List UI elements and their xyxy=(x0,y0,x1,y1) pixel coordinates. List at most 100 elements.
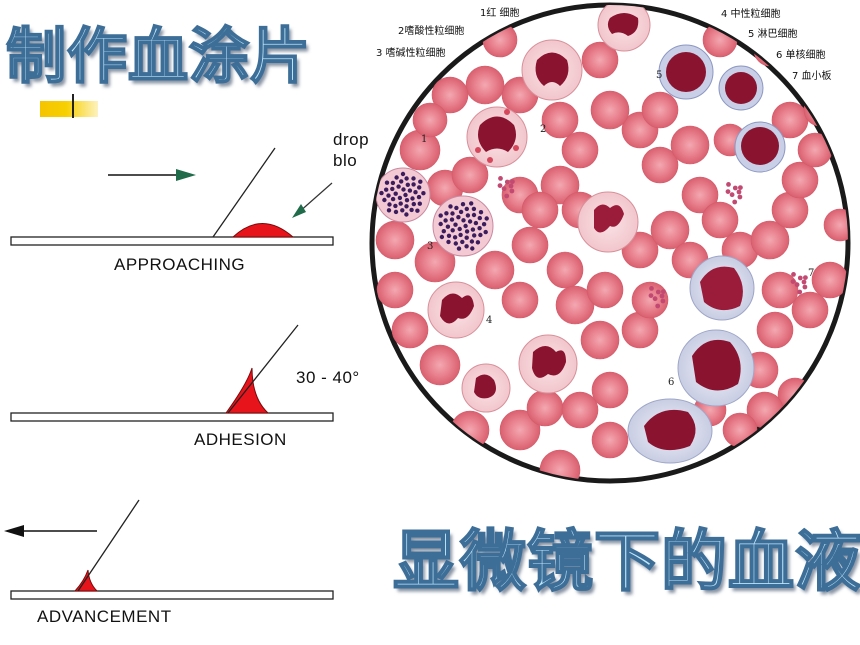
granule xyxy=(438,221,443,227)
granule xyxy=(393,209,399,215)
granule xyxy=(452,235,458,240)
red-blood-cell xyxy=(501,176,539,214)
granule xyxy=(418,179,423,184)
red-blood-cell xyxy=(475,250,515,290)
platelet xyxy=(510,179,515,185)
red-blood-cell xyxy=(591,371,629,409)
granule xyxy=(478,210,484,215)
granule xyxy=(463,223,468,229)
basophil-cell-left xyxy=(375,167,431,223)
granule xyxy=(407,188,413,193)
granule xyxy=(454,205,459,211)
platelet-clusters xyxy=(497,176,808,309)
granule xyxy=(382,197,387,203)
page-title: 制作血涂片 xyxy=(5,21,311,93)
smear-diagram xyxy=(4,147,334,600)
granule xyxy=(471,212,477,218)
granule xyxy=(484,216,489,221)
cell-number-4: 4 xyxy=(486,315,493,326)
red-blood-cell xyxy=(701,201,739,239)
granule xyxy=(404,176,409,181)
platelet xyxy=(508,183,514,189)
advancement-stage xyxy=(4,499,334,600)
approaching-stage xyxy=(10,147,334,246)
red-blood-cell xyxy=(526,389,564,427)
cell-number-6: 6 xyxy=(668,377,675,388)
red-blood-cell xyxy=(803,93,837,127)
red-blood-cell xyxy=(681,176,719,214)
granule xyxy=(384,180,390,185)
cell-number-5: 5 xyxy=(656,70,663,81)
granule xyxy=(464,244,469,249)
legend-item-4: 4 中性粒细胞 xyxy=(721,9,781,20)
granule xyxy=(464,229,470,234)
granule xyxy=(394,175,399,180)
red-blood-cell xyxy=(451,156,489,194)
red-blood-cell xyxy=(621,311,659,349)
red-blood-cell xyxy=(419,344,461,386)
red-blood-cell xyxy=(546,251,584,289)
glass-slide-3 xyxy=(10,590,334,600)
approaching-label: APPROACHING xyxy=(114,255,246,274)
granule xyxy=(417,185,422,190)
granule xyxy=(475,240,481,245)
advancement-label: ADVANCEMENT xyxy=(37,607,172,626)
red-blood-cell xyxy=(561,391,599,429)
granule xyxy=(450,228,455,233)
red-blood-cell xyxy=(561,191,599,229)
granule xyxy=(416,194,422,200)
platelet xyxy=(509,188,515,194)
platelet xyxy=(649,286,654,291)
granule xyxy=(453,222,458,227)
title-accent-bar xyxy=(40,101,98,117)
cell-number-3: 3 xyxy=(427,241,434,252)
granule xyxy=(464,206,469,212)
red-blood-cell xyxy=(591,421,629,459)
spreader-slide-1 xyxy=(212,147,276,238)
granule xyxy=(386,193,391,198)
platelet xyxy=(504,179,510,185)
granule xyxy=(411,176,416,181)
microscope-field xyxy=(369,2,851,484)
granule xyxy=(413,190,418,195)
platelet xyxy=(652,296,658,302)
glass-slide-1 xyxy=(10,236,334,246)
granule xyxy=(393,191,398,196)
granule xyxy=(401,187,406,192)
granule xyxy=(403,192,408,198)
red-blood-cell xyxy=(777,377,813,413)
red-blood-cell xyxy=(741,351,779,389)
advance-arrowhead xyxy=(4,525,24,537)
granule xyxy=(445,224,451,229)
adhesion-label: ADHESION xyxy=(194,430,287,449)
granule xyxy=(461,218,466,223)
granule xyxy=(464,235,469,240)
granule xyxy=(443,218,448,223)
red-blood-cell xyxy=(771,101,809,139)
platelet xyxy=(736,189,742,195)
platelet xyxy=(791,272,796,277)
legend-item-1: 1红 细胞 xyxy=(480,8,520,19)
red-blood-cell xyxy=(641,146,679,184)
platelet xyxy=(661,289,666,294)
red-blood-cell xyxy=(721,231,759,269)
red-blood-cell xyxy=(756,311,794,349)
platelet xyxy=(738,185,743,191)
platelet xyxy=(659,293,665,299)
red-blood-cell xyxy=(671,241,709,279)
granule xyxy=(458,209,464,215)
eosinophil-cell xyxy=(466,106,528,168)
granule xyxy=(396,184,401,189)
red-blood-cell xyxy=(501,281,539,319)
granule xyxy=(390,186,395,192)
red-blood-cell xyxy=(631,281,669,319)
drop-pointer-head xyxy=(292,204,306,218)
red-blood-cell xyxy=(412,102,448,138)
microscope-caption: 显微镜下的血液 xyxy=(392,522,860,601)
red-blood-cell xyxy=(541,101,579,139)
platelet xyxy=(660,298,666,304)
granule xyxy=(398,201,403,206)
granule xyxy=(421,191,426,196)
red-blood-cell xyxy=(540,165,580,205)
granule xyxy=(457,226,462,232)
